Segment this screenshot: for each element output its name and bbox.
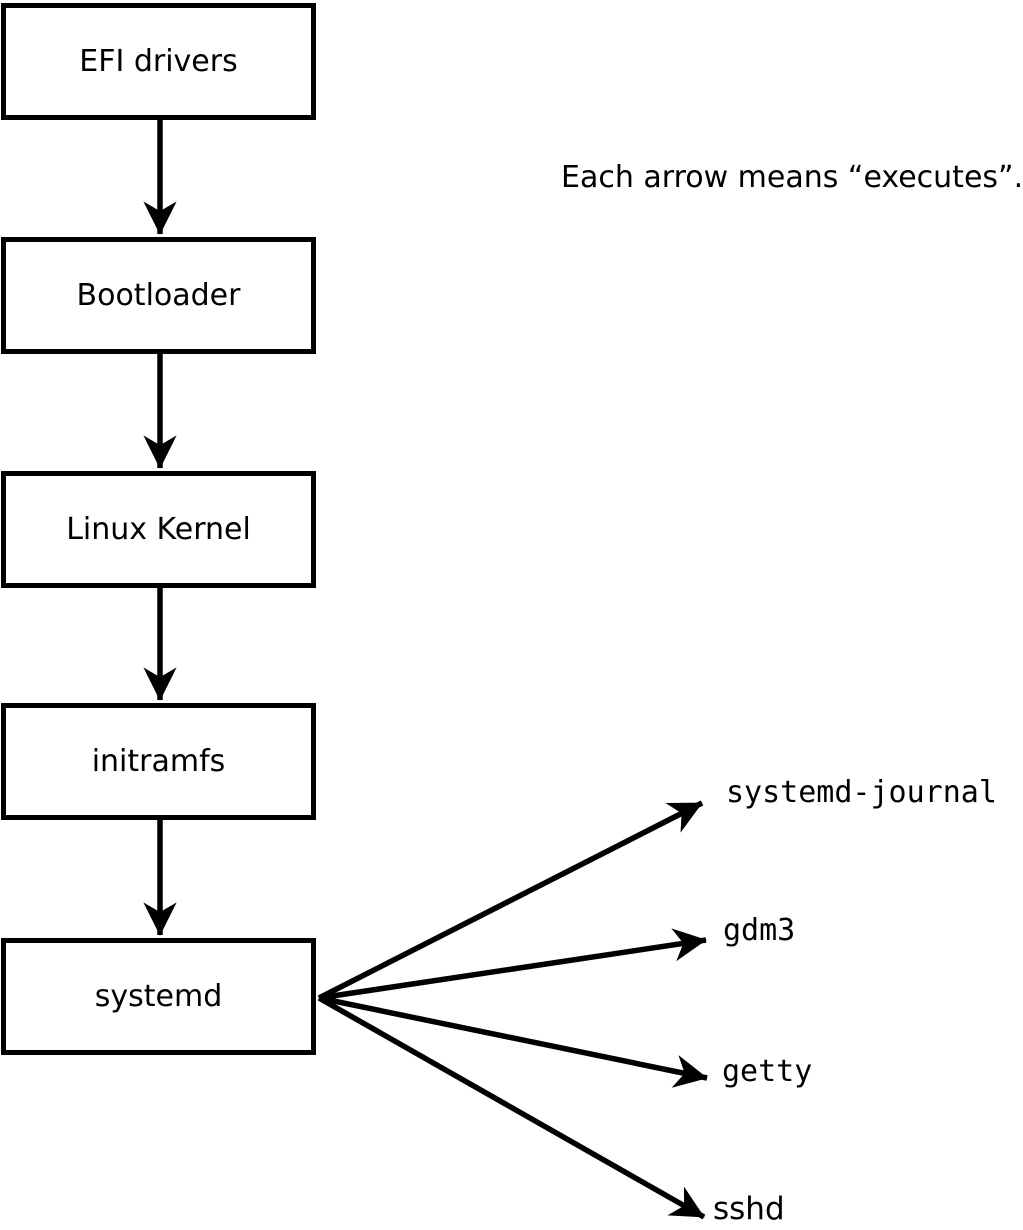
- node-initramfs: initramfs: [1, 703, 316, 820]
- proc-sshd: sshd: [713, 1191, 785, 1227]
- arrow-systemd-to-gdm3: [318, 928, 707, 1001]
- node-bootloader-label: Bootloader: [76, 277, 241, 313]
- proc-getty: getty: [722, 1054, 813, 1089]
- arrow-legend-text: Each arrow means “executes”.: [561, 160, 1023, 195]
- node-initramfs-label: initramfs: [91, 743, 226, 779]
- node-systemd: systemd: [1, 938, 316, 1055]
- node-systemd-label: systemd: [94, 978, 223, 1014]
- node-linux-kernel-label: Linux Kernel: [66, 511, 251, 547]
- node-linux-kernel: Linux Kernel: [1, 471, 316, 588]
- arrow-systemd-to-journal: [317, 800, 704, 1001]
- proc-gdm3: gdm3: [723, 913, 796, 948]
- arrow-systemd-to-getty: [318, 995, 708, 1088]
- proc-systemd-journal: systemd-journal: [726, 775, 997, 810]
- arrow-systemd-to-sshd: [317, 995, 706, 1220]
- node-bootloader: Bootloader: [1, 237, 316, 354]
- node-efi-drivers-label: EFI drivers: [79, 43, 238, 79]
- node-efi-drivers: EFI drivers: [1, 3, 316, 120]
